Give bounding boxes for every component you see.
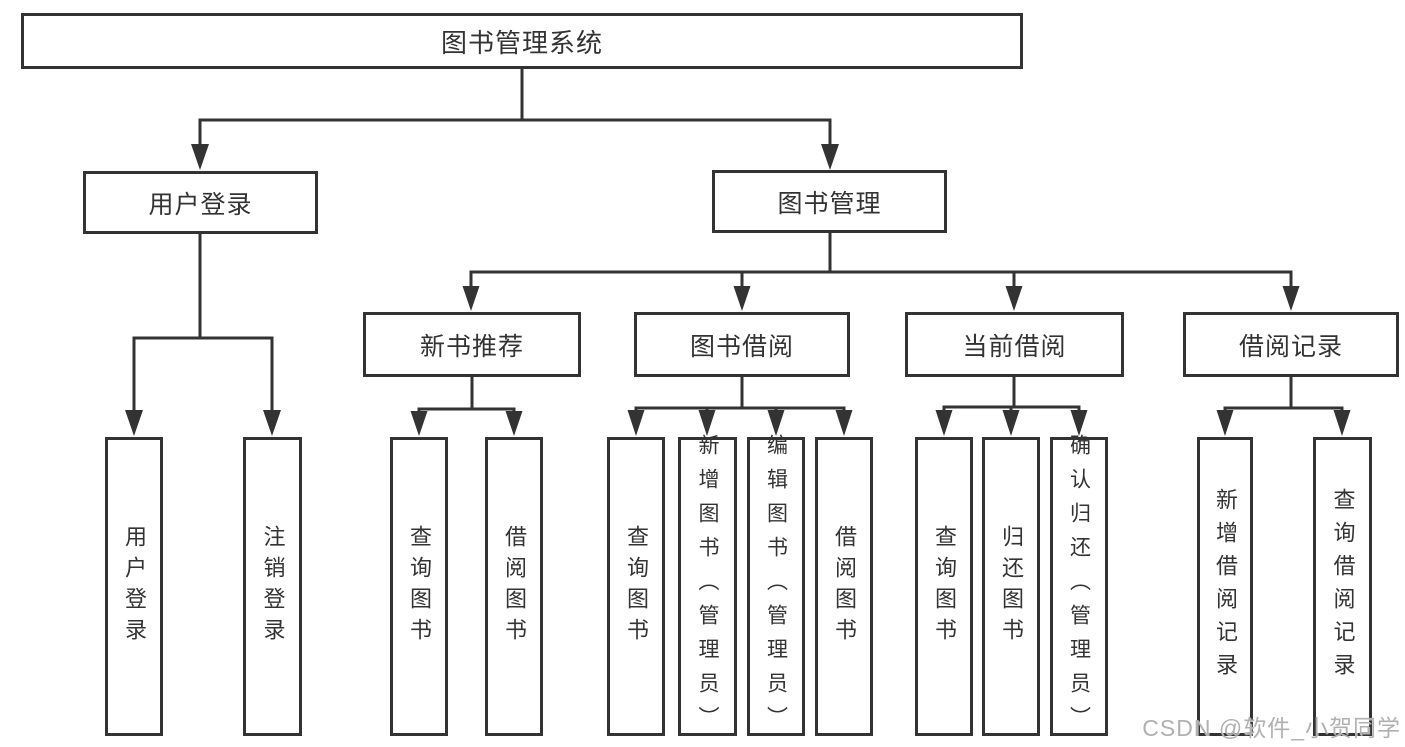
node-label: 用户登录 xyxy=(122,524,147,649)
node-borrowing-records: 借阅记录 xyxy=(1183,312,1399,377)
connector-user-login-branch xyxy=(125,234,281,436)
node-book-borrowing: 图书借阅 xyxy=(634,312,850,377)
node-label: 查询图书 xyxy=(407,524,432,649)
node-user-login: 用户登录 xyxy=(83,171,318,234)
leaf-logout: 注销登录 xyxy=(243,437,302,736)
leaf-add-borrow-record: 新增借阅记录 xyxy=(1197,437,1253,736)
connector-book-borrowing-branch xyxy=(627,377,853,436)
node-current-borrowing: 当前借阅 xyxy=(905,312,1124,377)
node-label: 借阅图书 xyxy=(502,524,527,649)
connector-current-borrowing-branch xyxy=(935,377,1088,436)
node-label: 借阅记录 xyxy=(1238,332,1343,361)
leaf-query-books-1: 查询图书 xyxy=(390,437,448,736)
connector-book-management-branch xyxy=(462,233,1300,311)
connector-borrow-records-branch xyxy=(1216,377,1351,436)
node-label: 编辑图书（管理员） xyxy=(764,433,788,740)
node-label: 注销登录 xyxy=(260,524,286,649)
node-label: 新书推荐 xyxy=(419,332,524,361)
leaf-borrow-books-1: 借阅图书 xyxy=(485,437,543,736)
leaf-user-login: 用户登录 xyxy=(105,437,163,736)
leaf-add-books-admin: 新增图书（管理员） xyxy=(678,434,737,740)
node-label: 图书管理 xyxy=(777,189,882,218)
node-label: 借阅图书 xyxy=(832,524,857,649)
leaf-return-books: 归还图书 xyxy=(982,437,1040,736)
connector-new-book-branch xyxy=(410,377,523,436)
node-label: 归还图书 xyxy=(999,524,1024,649)
leaf-query-borrow-record: 查询借阅记录 xyxy=(1313,437,1372,736)
node-new-book-recommendation: 新书推荐 xyxy=(363,312,581,377)
leaf-query-books-2: 查询图书 xyxy=(607,437,665,736)
node-label: 查询借阅记录 xyxy=(1330,487,1356,686)
node-label: 新增图书（管理员） xyxy=(696,433,719,740)
watermark-csdn: CSDN @软件_小贺同学 xyxy=(1142,715,1401,741)
node-label: 当前借阅 xyxy=(962,332,1067,361)
node-label: 图书管理系统 xyxy=(440,27,603,58)
node-book-management: 图书管理 xyxy=(712,170,947,233)
node-label: 用户登录 xyxy=(148,190,253,219)
node-library-management-system: 图书管理系统 xyxy=(21,13,1023,69)
node-label: 查询图书 xyxy=(932,524,957,649)
node-label: 图书借阅 xyxy=(689,332,794,361)
leaf-borrow-books-2: 借阅图书 xyxy=(815,437,873,736)
node-label: 确认归还（管理员） xyxy=(1067,433,1091,740)
node-label: 查询图书 xyxy=(624,524,649,649)
connector-root-to-level1 xyxy=(191,68,839,170)
leaf-edit-books-admin: 编辑图书（管理员） xyxy=(747,434,805,740)
leaf-query-books-3: 查询图书 xyxy=(915,437,973,736)
node-label: 新增借阅记录 xyxy=(1213,487,1238,686)
leaf-confirm-return-admin: 确认归还（管理员） xyxy=(1050,434,1108,740)
